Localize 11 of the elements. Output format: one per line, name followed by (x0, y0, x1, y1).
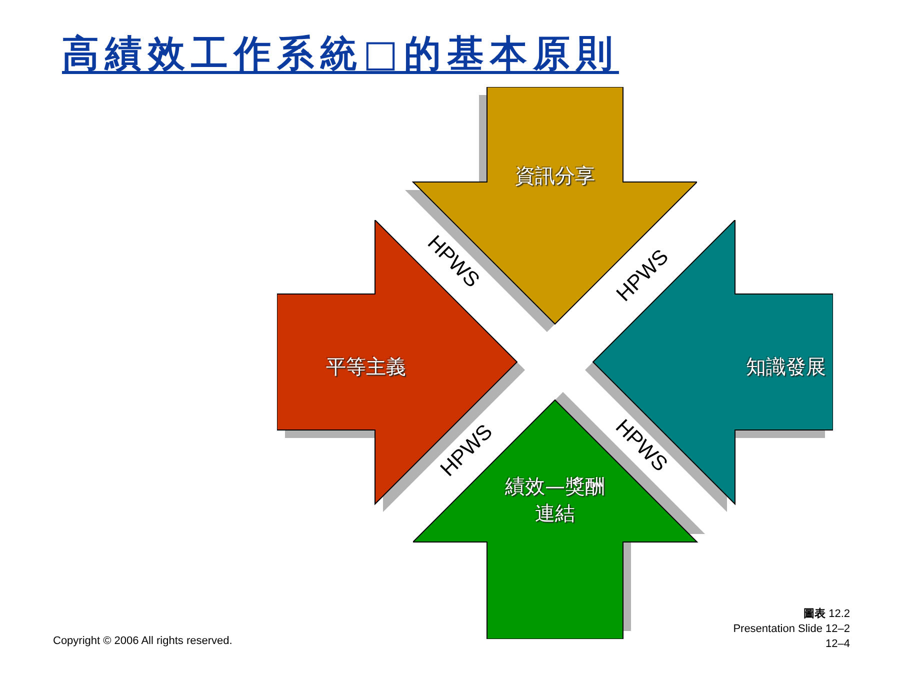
arrow-label: 績效—獎酬連結 (504, 473, 606, 527)
arrow-label: 知識發展 (746, 354, 826, 380)
copyright-notice: Copyright © 2006 All rights reserved. (53, 634, 232, 648)
arrow-label: 資訊分享 (515, 162, 595, 190)
slide-number: Presentation Slide 12–2 (733, 622, 850, 636)
figure-number: 圖表 12.2 (804, 607, 850, 621)
page-number: 12–4 (826, 637, 850, 651)
block-arrow (277, 220, 525, 512)
title-heading: 高績效工作系統□的基本原則 (62, 30, 619, 76)
block-arrow (413, 392, 705, 639)
arrow-label: 平等主義 (326, 354, 406, 380)
